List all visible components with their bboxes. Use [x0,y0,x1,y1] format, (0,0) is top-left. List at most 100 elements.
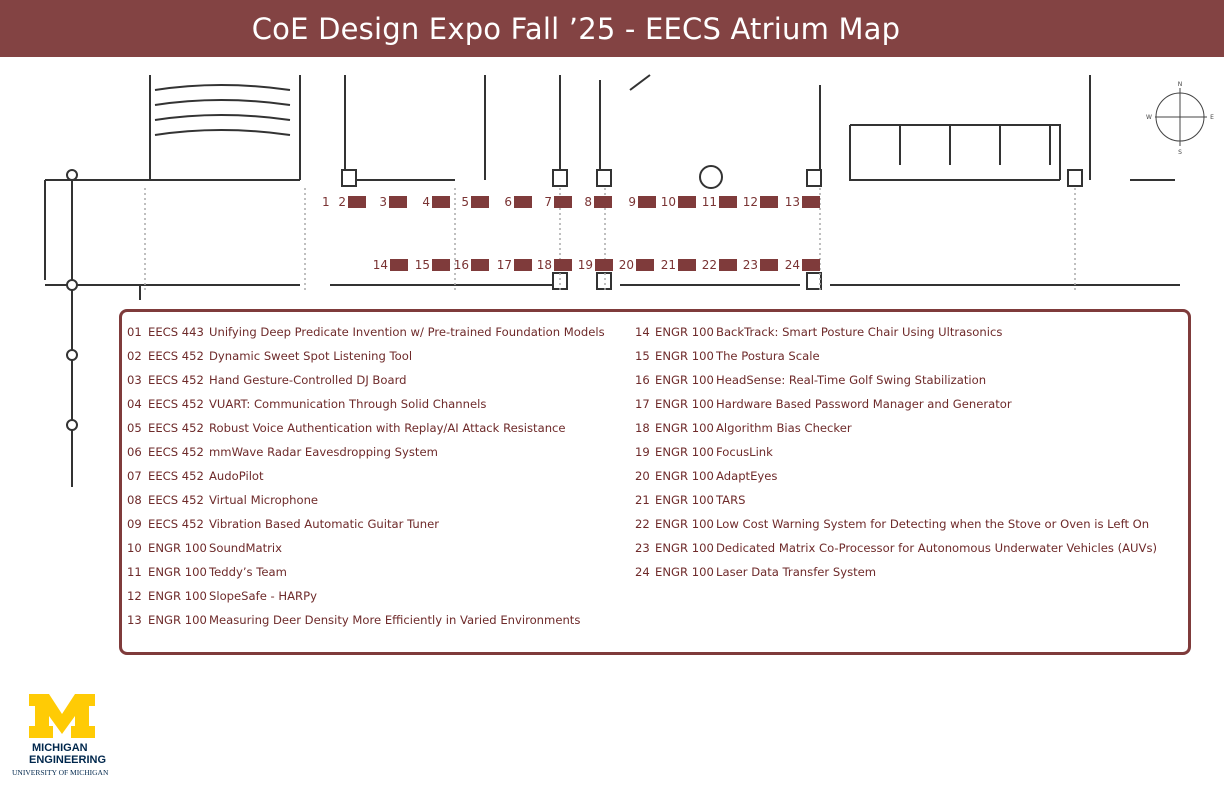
booth-number: 1 [322,195,330,209]
legend-course: ENGR 100 [655,349,714,363]
legend-num: 04 [127,397,142,411]
booth-marker[interactable] [802,259,820,271]
legend-num: 08 [127,493,142,507]
booth-number: 5 [461,195,469,209]
booth-number: 14 [372,258,388,272]
booth-marker[interactable] [719,196,737,208]
booth-marker[interactable] [514,259,532,271]
legend-title: TARS [716,493,746,507]
booth-marker[interactable] [432,259,450,271]
booth-marker[interactable] [802,196,820,208]
legend-title: HeadSense: Real-Time Golf Swing Stabiliz… [716,373,987,387]
legend-course: ENGR 100 [655,541,714,555]
booth-number: 2 [338,195,346,209]
booth-marker[interactable] [471,196,489,208]
booth-marker[interactable] [554,196,572,208]
booth-marker[interactable] [471,259,489,271]
page-title: CoE Design Expo Fall ’25 - EECS Atrium M… [251,11,901,46]
booth-marker[interactable] [348,196,366,208]
booth-number: 17 [496,258,512,272]
booth-marker[interactable] [595,259,613,271]
legend-title: Measuring Deer Density More Efficiently … [209,613,581,627]
compass-w: W [1146,114,1152,121]
legend-title: VUART: Communication Through Solid Chann… [209,397,487,411]
booth-number: 19 [577,258,593,272]
logo-line-2: ENGINEERING [29,754,107,766]
booth-number: 8 [584,195,592,209]
legend-course: ENGR 100 [148,589,207,603]
floor-plan: N S E W [44,74,1214,487]
logo-line-3: UNIVERSITY OF MICHIGAN [12,768,109,777]
legend-num: 10 [127,541,142,555]
compass-n: N [1178,81,1183,88]
legend-course: ENGR 100 [148,565,207,579]
legend-course: EECS 452 [148,517,204,531]
title-banner: CoE Design Expo Fall ’25 - EECS Atrium M… [0,0,1224,57]
legend-title: mmWave Radar Eavesdropping System [209,445,438,459]
legend-course: ENGR 100 [148,613,207,627]
legend-course: EECS 452 [148,445,204,459]
booth-number: 21 [660,258,676,272]
legend-title: FocusLink [716,445,773,459]
legend-num: 01 [127,325,142,339]
legend-title: AdaptEyes [716,469,778,483]
booth-marker[interactable] [719,259,737,271]
booth-number: 20 [618,258,634,272]
booth-number: 9 [628,195,636,209]
booth-number: 23 [742,258,758,272]
legend-course: EECS 452 [148,397,204,411]
compass-s: S [1178,149,1182,156]
legend-title: Laser Data Transfer System [716,565,877,579]
legend-title: Teddy’s Team [209,565,287,579]
legend-num: 12 [127,589,142,603]
booth-marker[interactable] [760,196,778,208]
legend-title: Dedicated Matrix Co-Processor for Autono… [716,541,1158,555]
booth-marker[interactable] [390,259,408,271]
legend-title: The Postura Scale [716,349,820,363]
booth-marker[interactable] [638,196,656,208]
block-m-icon [29,694,95,738]
booth-marker[interactable] [636,259,654,271]
legend-course: ENGR 100 [655,493,714,507]
booth-marker[interactable] [678,259,696,271]
legend-num: 20 [635,469,650,483]
legend-title: Hardware Based Password Manager and Gene… [716,397,1012,411]
booth-number: 7 [544,195,552,209]
logo-line-1: MICHIGAN [32,742,88,754]
booth-marker[interactable] [760,259,778,271]
compass-e: E [1210,114,1214,121]
legend-num: 16 [635,373,650,387]
legend-course: ENGR 100 [655,565,714,579]
legend-num: 13 [127,613,142,627]
booth-marker[interactable] [678,196,696,208]
legend-course: EECS 452 [148,349,204,363]
legend-title: SlopeSafe - HARPy [209,589,317,603]
legend-course: ENGR 100 [655,421,714,435]
legend-course: EECS 452 [148,469,204,483]
legend-title: Virtual Microphone [209,493,319,507]
legend-num: 19 [635,445,650,459]
legend-course: ENGR 100 [655,325,714,339]
booth-marker[interactable] [554,259,572,271]
legend-title: Low Cost Warning System for Detecting wh… [716,517,1150,531]
booth-number: 4 [422,195,430,209]
legend-num: 23 [635,541,650,555]
booth-number: 12 [742,195,758,209]
legend-course: ENGR 100 [655,397,714,411]
booth-marker[interactable] [594,196,612,208]
legend-course: EECS 452 [148,421,204,435]
booth-marker[interactable] [514,196,532,208]
compass-icon [1155,88,1207,146]
booth-number: 3 [379,195,387,209]
booth-number: 11 [701,195,717,209]
legend-title: Dynamic Sweet Spot Listening Tool [209,349,413,363]
booth-number: 16 [453,258,469,272]
legend-title: BackTrack: Smart Posture Chair Using Ult… [716,325,1003,339]
booth-marker[interactable] [432,196,450,208]
booth-marker[interactable] [389,196,407,208]
booth-number: 24 [784,258,800,272]
legend-num: 22 [635,517,650,531]
legend-num: 24 [635,565,650,579]
